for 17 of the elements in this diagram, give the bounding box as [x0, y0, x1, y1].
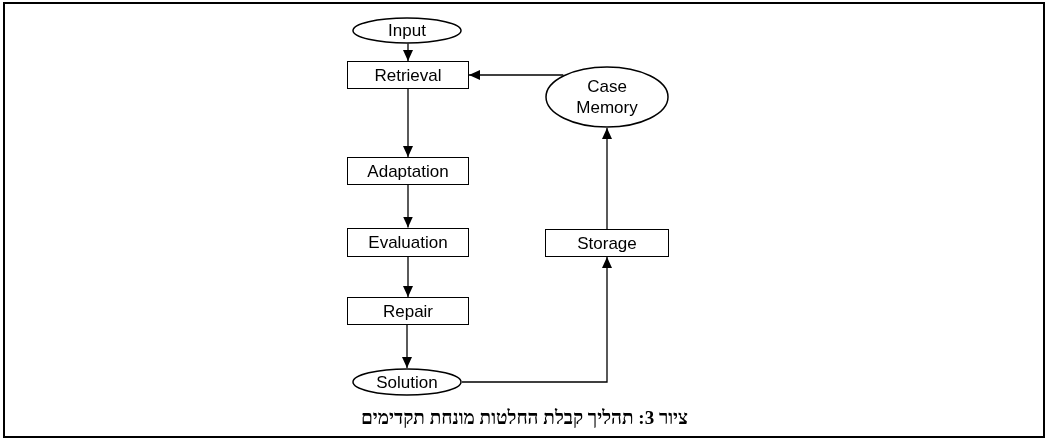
process-box: Repair [347, 297, 469, 325]
arrow [403, 88, 413, 158]
terminal-ellipse: Case Memory [545, 66, 669, 128]
arrow [403, 42, 413, 62]
process-box: Adaptation [347, 157, 469, 185]
arrow [403, 255, 413, 298]
arrow [402, 324, 412, 369]
process-box: Evaluation [347, 227, 469, 257]
arrow [403, 184, 413, 229]
process-box: Storage [545, 229, 669, 257]
process-box: Retrieval [347, 61, 469, 89]
arrow [461, 256, 612, 383]
terminal-ellipse: Solution [352, 368, 462, 396]
figure-caption: ציור 3: תהליך קבלת החלטות מונחת תקדימים [360, 407, 689, 428]
arrow [468, 70, 564, 80]
terminal-ellipse: Input [352, 16, 462, 44]
arrow [602, 127, 612, 230]
